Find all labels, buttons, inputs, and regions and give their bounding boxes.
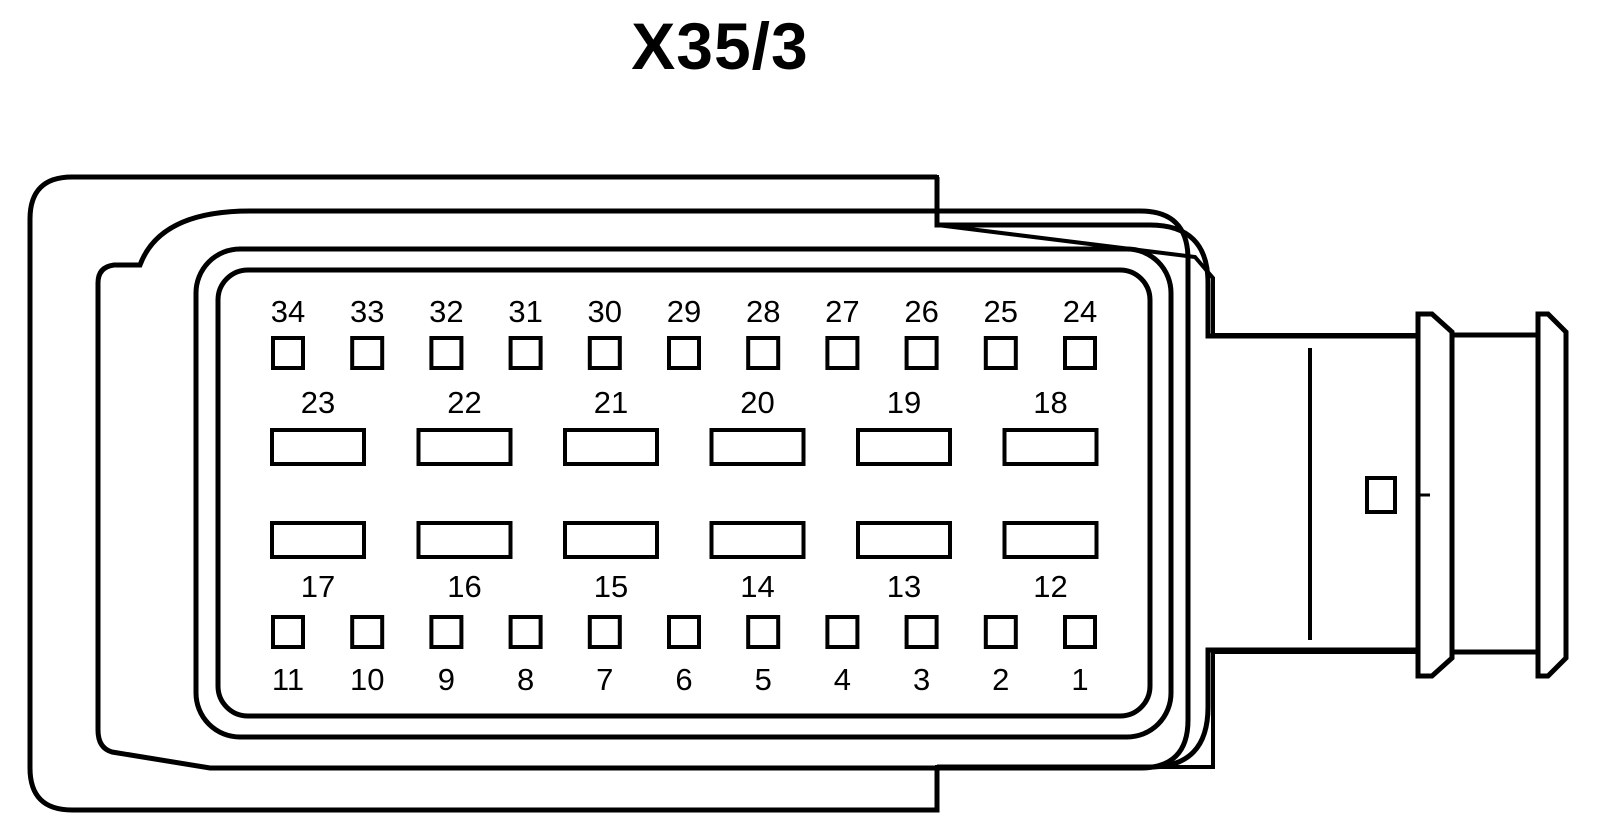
pin-cavity-24 — [1063, 336, 1097, 370]
pin-cavity-13 — [856, 521, 952, 559]
pin-label-5: 5 — [755, 662, 772, 697]
pin-label-34: 34 — [271, 294, 305, 329]
pin-label-1: 1 — [1071, 662, 1088, 697]
bottom-pin-row: 11 10 9 8 7 6 5 4 3 2 1 — [271, 615, 1097, 697]
pin-cavity-9 — [429, 615, 464, 649]
pin-label-19: 19 — [887, 385, 921, 420]
pin-cavity-19 — [856, 428, 952, 466]
pin-cavity-7 — [587, 615, 622, 649]
housing-inner-contour — [95, 208, 1191, 771]
pin-cavity-20 — [709, 428, 806, 466]
pin-label-31: 31 — [508, 294, 542, 329]
pin-cavity-8 — [508, 615, 543, 649]
pin-label-10: 10 — [350, 662, 384, 697]
pin-label-18: 18 — [1033, 385, 1067, 420]
pin-cavity-14 — [709, 521, 806, 559]
pin-label-20: 20 — [740, 385, 774, 420]
pin-cavity-6 — [667, 615, 701, 649]
pin-cavity-11 — [271, 615, 305, 649]
cavity-frame-outer — [193, 246, 1174, 740]
collar-ring-right — [1535, 311, 1569, 679]
pin-label-6: 6 — [675, 662, 692, 697]
pin-label-27: 27 — [825, 294, 859, 329]
pin-cavity-2 — [983, 615, 1018, 649]
pin-cavity-17 — [270, 521, 366, 559]
pin-cavity-16 — [416, 521, 513, 559]
pin-label-4: 4 — [834, 662, 851, 697]
pin-cavity-5 — [746, 615, 781, 649]
pin-label-30: 30 — [588, 294, 622, 329]
pin-cavity-32 — [429, 336, 464, 370]
pin-cavity-33 — [350, 336, 385, 370]
pin-cavity-31 — [508, 336, 543, 370]
pin-label-28: 28 — [746, 294, 780, 329]
pin-label-33: 33 — [350, 294, 384, 329]
top-pin-row: 34 33 32 31 30 29 28 27 26 25 24 — [271, 294, 1097, 370]
pin-cavity-25 — [983, 336, 1018, 370]
pin-cavity-3 — [904, 615, 939, 649]
pin-cavity-4 — [825, 615, 860, 649]
pin-label-29: 29 — [667, 294, 701, 329]
pin-label-9: 9 — [438, 662, 455, 697]
latch-window — [1365, 476, 1397, 514]
pin-label-8: 8 — [517, 662, 534, 697]
pin-label-15: 15 — [594, 569, 628, 604]
pin-label-3: 3 — [913, 662, 930, 697]
pin-cavity-34 — [271, 336, 305, 370]
pin-cavity-15 — [563, 521, 659, 559]
pin-label-11: 11 — [272, 662, 304, 697]
connector-barrel — [1452, 332, 1538, 655]
pin-label-12: 12 — [1033, 569, 1067, 604]
pin-label-23: 23 — [301, 385, 335, 420]
pin-cavity-27 — [825, 336, 860, 370]
connector-title: X35/3 — [631, 9, 809, 83]
pin-cavity-22 — [416, 428, 513, 466]
pin-label-7: 7 — [596, 662, 613, 697]
housing-step-outline — [27, 174, 940, 813]
pin-cavity-28 — [746, 336, 781, 370]
pin-cavity-18 — [1002, 428, 1099, 466]
pin-cavity-1 — [1063, 615, 1097, 649]
pin-label-32: 32 — [429, 294, 463, 329]
pin-label-21: 21 — [594, 385, 628, 420]
pin-cavity-10 — [350, 615, 385, 649]
cavity-frame-inner — [215, 267, 1153, 719]
lower-wide-pin-row: 17 16 15 14 13 12 — [270, 521, 1099, 604]
pin-label-13: 13 — [887, 569, 921, 604]
pin-label-24: 24 — [1063, 294, 1097, 329]
pin-cavity-26 — [904, 336, 939, 370]
upper-wide-pin-row: 23 22 21 20 19 18 — [270, 385, 1099, 466]
pin-cavity-29 — [667, 336, 701, 370]
pin-label-22: 22 — [447, 385, 481, 420]
pin-label-25: 25 — [984, 294, 1018, 329]
pin-label-14: 14 — [740, 569, 774, 604]
pin-label-2: 2 — [992, 662, 1009, 697]
pin-cavity-12 — [1002, 521, 1099, 559]
pin-label-26: 26 — [904, 294, 938, 329]
pin-label-17: 17 — [301, 569, 335, 604]
collar-ring-left — [1415, 311, 1455, 679]
pin-cavity-30 — [587, 336, 622, 370]
pin-cavity-23 — [270, 428, 366, 466]
pin-cavity-21 — [563, 428, 659, 466]
pin-label-16: 16 — [447, 569, 481, 604]
